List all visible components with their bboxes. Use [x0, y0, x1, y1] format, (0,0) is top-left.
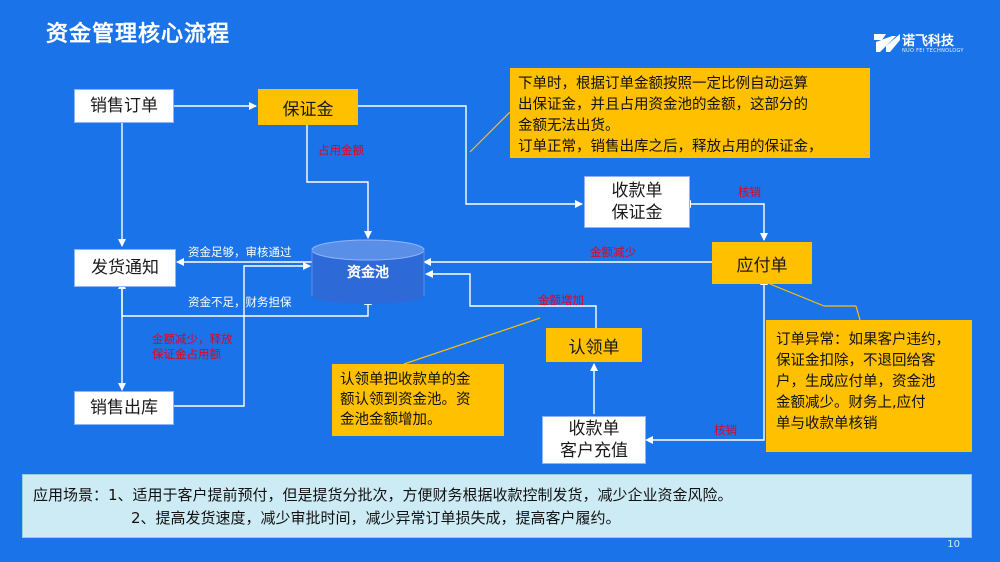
note-exception: 订单异常：如果客户违约， 保证金扣除，不退回给客 户，生成应付单，资金池 金额减… [766, 320, 972, 452]
edge-writeoff-bottom [645, 277, 768, 444]
edge-writeoff-top [683, 200, 768, 241]
page-number: 10 [947, 539, 960, 550]
label-amount-increase: 金额增加 [538, 293, 584, 307]
scenario-box: 应用场景：1、适用于客户提前预付，但是提货分批次，方便财务根据收款控制发货，减少… [22, 474, 972, 538]
receipt-deposit-line2: 保证金 [611, 203, 663, 223]
node-receipt-prepay: 收款单 客户充值 [542, 416, 646, 464]
page-title: 资金管理核心流程 [46, 22, 231, 47]
edge-out-pool [174, 262, 311, 407]
note-exception-line: 单与收款单核销 [776, 416, 878, 432]
label-amount-decrease: 金额减少 [590, 245, 636, 259]
scenario-line1: 应用场景：1、适用于客户提前预付，但是提货分批次，方便财务根据收款控制发货，减少… [33, 486, 733, 504]
node-receipt-deposit: 收款单 保证金 [584, 176, 690, 228]
nuofei-logo-icon [874, 34, 900, 52]
node-claim: 认领单 [546, 328, 642, 362]
note-claim-line: 金池金额增加。 [340, 412, 442, 428]
logo-subtitle: NUO FEI TECHNOLOGY [902, 48, 964, 54]
note-deposit-line: 订单正常，销售出库之后，释放占用的保证金， [518, 139, 823, 155]
label-fund-insufficient: 资金不足，财务担保 [188, 295, 292, 309]
receipt-prepay-line1: 收款单 [568, 419, 620, 439]
node-fund-pool-label: 资金池 [347, 265, 389, 281]
company-logo: 诺飞科技 NUO FEI TECHNOLOGY [872, 28, 972, 62]
callout-exception-note-a [769, 283, 825, 307]
receipt-prepay-line2: 客户充值 [560, 441, 628, 461]
edge-claim-pool [425, 270, 597, 328]
scenario-line2: 2、提高发货速度，减少审批时间，减少异常订单损失成，提高客户履约。 [131, 509, 621, 527]
edge-deposit-pool [306, 125, 372, 239]
note-exception-line: 金额减少。财务上,应付 [776, 395, 926, 411]
note-deposit-line: 下单时，根据订单金额按照一定比例自动运算 [518, 76, 808, 92]
label-amount-decrease-release-line2: 保证金占用额 [152, 347, 221, 361]
node-sales-out: 销售出库 [74, 391, 174, 425]
edge-deposit-receipt [358, 105, 583, 208]
note-exception-line: 户，生成应付单，资金池 [776, 374, 936, 390]
receipt-deposit-line1: 收款单 [611, 181, 663, 201]
edge-guarantee [118, 281, 372, 317]
label-fund-enough: 资金足够，审核通过 [188, 245, 292, 259]
fund-pool-cylinder [311, 239, 425, 304]
label-writeoff-top: 核销 [738, 185, 761, 199]
callout-claim-note [403, 317, 541, 365]
label-amount-decrease-release-line1: 金额减少，释放 [152, 332, 233, 346]
logo-name: 诺飞科技 [902, 34, 955, 49]
note-claim: 认领单把收款单的金 额认领到资金池。资 金池金额增加。 [332, 364, 504, 436]
callout-deposit-note [469, 111, 511, 153]
note-deposit-line: 出保证金，并且占用资金池的金额，这部分的 [518, 97, 808, 113]
label-writeoff-bottom: 核销 [714, 423, 737, 437]
note-claim-line: 额认领到资金池。资 [340, 392, 471, 408]
node-deposit: 保证金 [258, 89, 358, 125]
note-deposit: 下单时，根据订单金额按照一定比例自动运算 出保证金，并且占用资金池的金额，这部分… [510, 68, 870, 158]
note-claim-line: 认领单把收款单的金 [340, 372, 471, 388]
note-exception-line: 保证金扣除，不退回给客 [776, 353, 936, 369]
label-occupy-amount: 占用金额 [318, 143, 364, 157]
node-payable: 应付单 [712, 242, 812, 284]
note-deposit-line: 金额无法出货。 [518, 118, 620, 134]
node-sales-order: 销售订单 [74, 89, 174, 123]
node-ship-notice: 发货通知 [74, 249, 176, 287]
callout-exception-note-c [855, 305, 861, 321]
label-amount-decrease-release: 金额减少，释放 保证金占用额 [152, 332, 252, 362]
note-exception-line: 订单异常：如果客户违约， [776, 332, 950, 348]
